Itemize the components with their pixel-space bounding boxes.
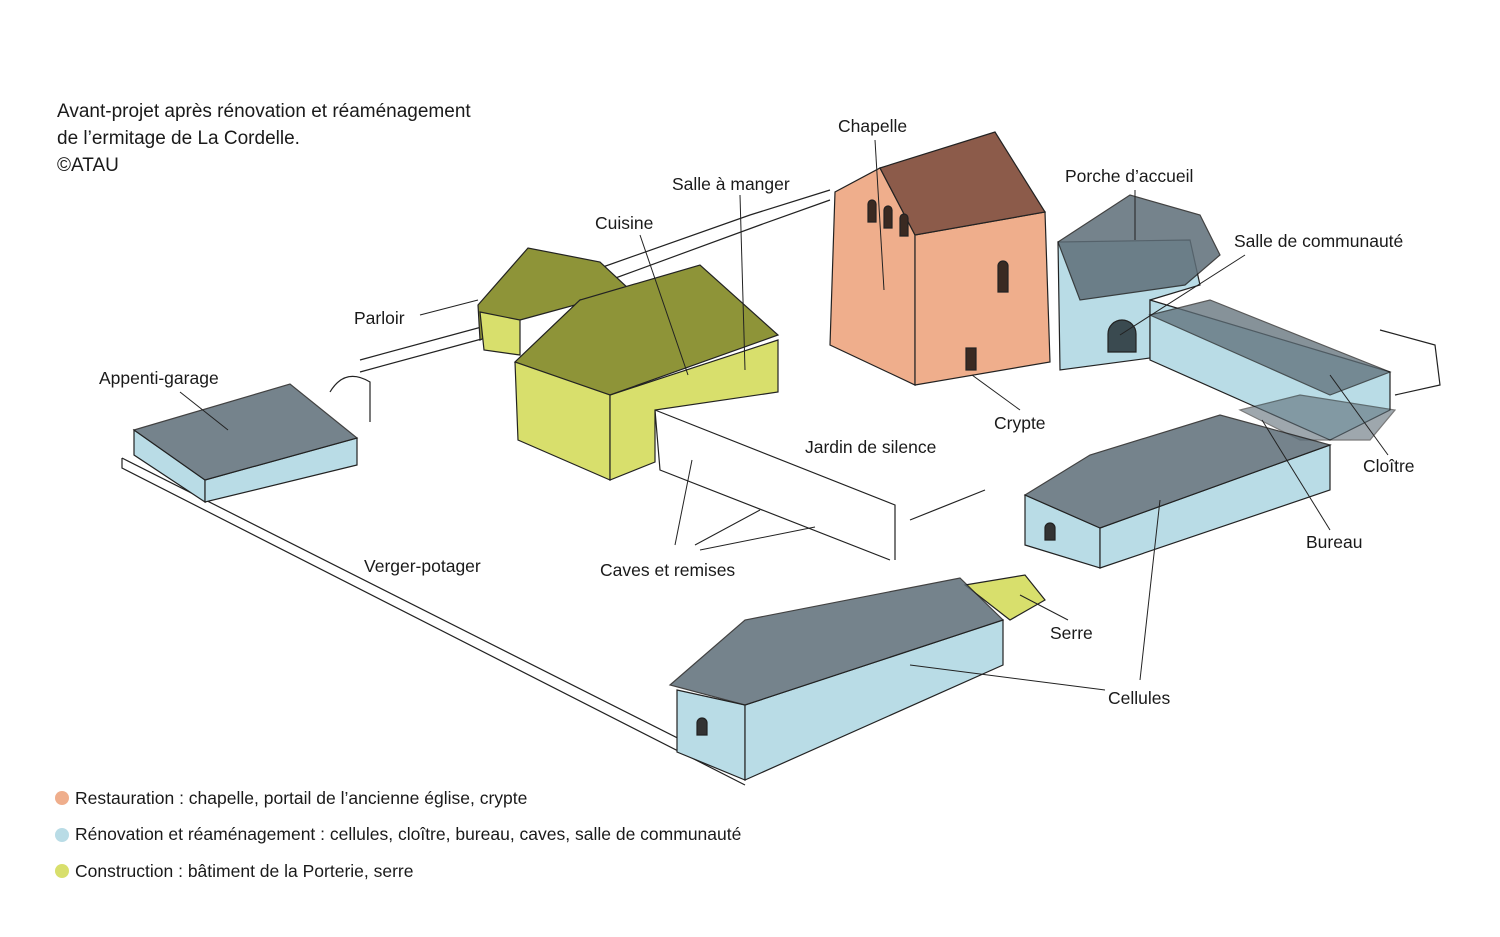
label-bureau: Bureau <box>1306 532 1363 552</box>
legend: Restauration : chapelle, portail de l’an… <box>55 780 741 890</box>
label-parloir: Parloir <box>354 308 405 328</box>
legend-item-construction: Construction : bâtiment de la Porterie, … <box>55 853 741 890</box>
chapelle-building <box>829 131 1051 386</box>
label-serre: Serre <box>1050 623 1093 643</box>
porterie-building <box>477 247 780 481</box>
leader-lines <box>179 139 1389 691</box>
legend-item-restauration: Restauration : chapelle, portail de l’an… <box>55 780 741 817</box>
enclosure-wall <box>121 189 1441 786</box>
label-cuisine: Cuisine <box>595 213 654 233</box>
diagram-title: Avant-projet après rénovation et réaména… <box>57 98 471 179</box>
label-cellules: Cellules <box>1108 688 1171 708</box>
legend-label: Restauration : chapelle, portail de l’an… <box>75 787 528 808</box>
legend-dot-construction <box>55 864 69 879</box>
appenti-garage-building <box>132 383 359 504</box>
porche-building <box>1057 194 1397 441</box>
legend-dot-restauration <box>55 791 69 806</box>
label-crypte: Crypte <box>994 413 1046 433</box>
title-line-2: de l’ermitage de La Cordelle. <box>57 128 300 149</box>
label-jardin-silence: Jardin de silence <box>805 437 937 457</box>
label-salle-a-manger: Salle à manger <box>672 174 790 194</box>
legend-label: Rénovation et réaménagement : cellules, … <box>75 824 742 845</box>
legend-label: Construction : bâtiment de la Porterie, … <box>75 860 414 881</box>
legend-item-renovation: Rénovation et réaménagement : cellules, … <box>55 817 741 854</box>
label-appenti-garage: Appenti-garage <box>99 368 219 388</box>
label-verger-potager: Verger-potager <box>364 556 481 576</box>
cellules-building-east <box>1023 414 1332 569</box>
cellules-building-south <box>668 577 1005 781</box>
title-line-1: Avant-projet après rénovation et réaména… <box>57 101 471 122</box>
label-caves-remises: Caves et remises <box>600 560 736 580</box>
label-cloitre: Cloître <box>1363 456 1415 476</box>
label-chapelle: Chapelle <box>838 116 908 136</box>
legend-dot-renovation <box>55 827 69 842</box>
label-salle-communaute: Salle de communauté <box>1234 231 1404 251</box>
copyright: ©ATAU <box>57 155 119 176</box>
label-porche-accueil: Porche d’accueil <box>1065 166 1194 186</box>
serre-building <box>963 574 1046 621</box>
